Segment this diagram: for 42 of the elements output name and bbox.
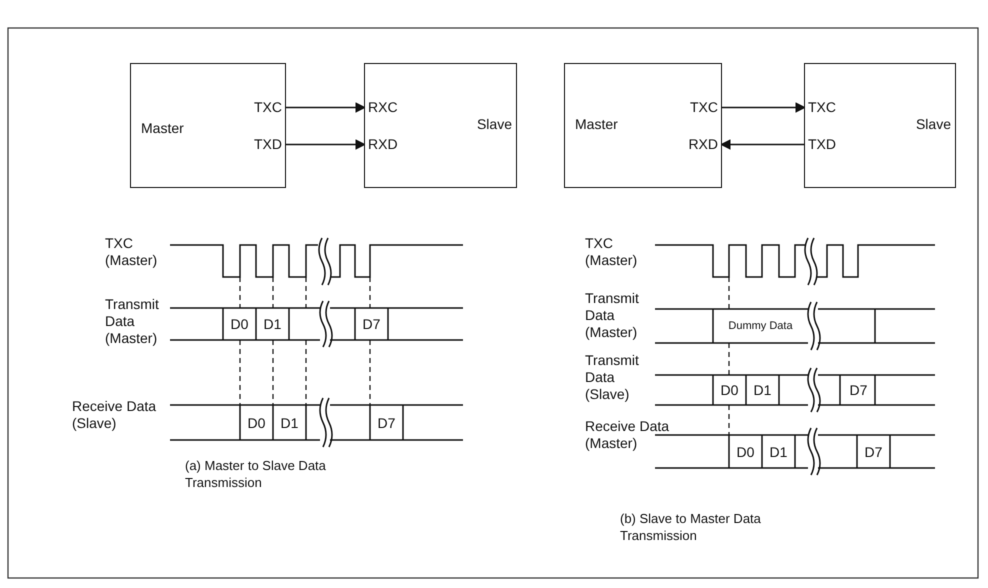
signal-label: Receive Data (Master) (585, 418, 670, 452)
pin-label: TXC (808, 99, 836, 116)
pin-label: RXD (368, 136, 398, 153)
signal-arrow (720, 102, 806, 113)
signal-label: Receive Data (Slave) (72, 398, 158, 432)
signal-arrow (284, 102, 366, 113)
data-bit-label: D1 (264, 316, 282, 332)
block-box (804, 63, 956, 188)
signal-arrow (720, 139, 806, 150)
data-bit-label: D1 (754, 382, 772, 398)
figure-caption: (b) Slave to Master Data Transmission (620, 510, 762, 544)
data-bit-label: D0 (230, 316, 248, 332)
signal-label: Transmit Data (Master) (585, 290, 640, 341)
data-bit-label: D7 (850, 382, 868, 398)
block-box (130, 63, 286, 188)
data-bit-label: D0 (248, 414, 266, 430)
block-label: Master (141, 120, 184, 137)
signal-label: TXC (Master) (585, 235, 638, 269)
block-label: Slave (476, 116, 512, 133)
pin-label: RXC (368, 99, 398, 116)
pin-label: TXD (254, 136, 282, 153)
block-label: Master (575, 116, 618, 133)
pin-label: TXC (254, 99, 282, 116)
data-bit-label: D1 (280, 414, 298, 430)
data-bit-label: D7 (362, 316, 380, 332)
signal-label: TXC (Master) (105, 235, 158, 269)
block-box (564, 63, 722, 188)
pin-label: RXD (688, 136, 718, 153)
data-bit-label: D0 (720, 382, 738, 398)
signal-arrow (284, 139, 366, 150)
data-bit-label: D0 (736, 444, 754, 460)
data-bit-label: D7 (864, 444, 882, 460)
data-bit-label: D7 (378, 414, 396, 430)
signal-label: Transmit Data (Master) (105, 296, 160, 347)
pin-label: TXD (808, 136, 836, 153)
pin-label: TXC (690, 99, 718, 116)
figure-caption: (a) Master to Slave Data Transmission (185, 457, 327, 491)
block-label: Slave (916, 116, 951, 133)
block-box (364, 63, 517, 188)
data-field-label: Dummy Data (728, 319, 793, 334)
signal-label: Transmit Data (Slave) (585, 352, 640, 403)
data-bit-label: D1 (770, 444, 788, 460)
